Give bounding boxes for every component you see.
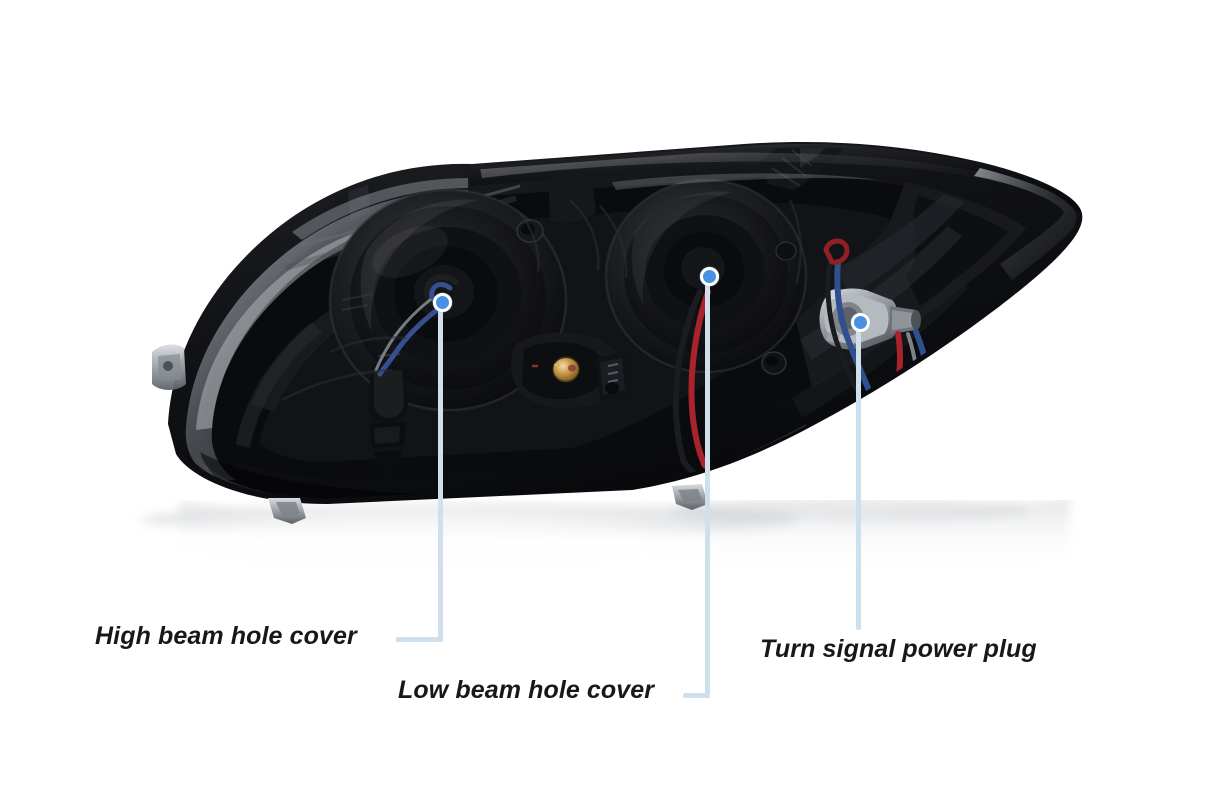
bulb-socket-large [898,421,978,495]
marker-low-beam-hole-cover[interactable] [700,267,719,286]
marker-turn-signal-power-plug[interactable] [851,313,870,332]
label-turn-signal-power-plug: Turn signal power plug [760,635,1037,663]
leader-line-turn-signal-vertical [856,330,861,630]
ground-reflection [120,500,1070,600]
mounting-tabs [152,344,708,524]
wiring-harness-connector [368,353,408,477]
aim-adjuster-assembly [511,332,630,409]
leader-line-low-beam-horizontal [683,693,710,698]
marker-high-beam-hole-cover[interactable] [433,293,452,312]
leader-line-low-beam-vertical [705,284,710,698]
label-low-beam-hole-cover: Low beam hole cover [398,676,655,704]
leader-line-high-beam-horizontal [396,637,442,642]
leader-line-high-beam-vertical [438,310,443,642]
headlight-housing [152,142,1083,524]
label-high-beam-hole-cover: High beam hole cover [95,622,357,650]
headlight-product-photo [120,142,1083,600]
